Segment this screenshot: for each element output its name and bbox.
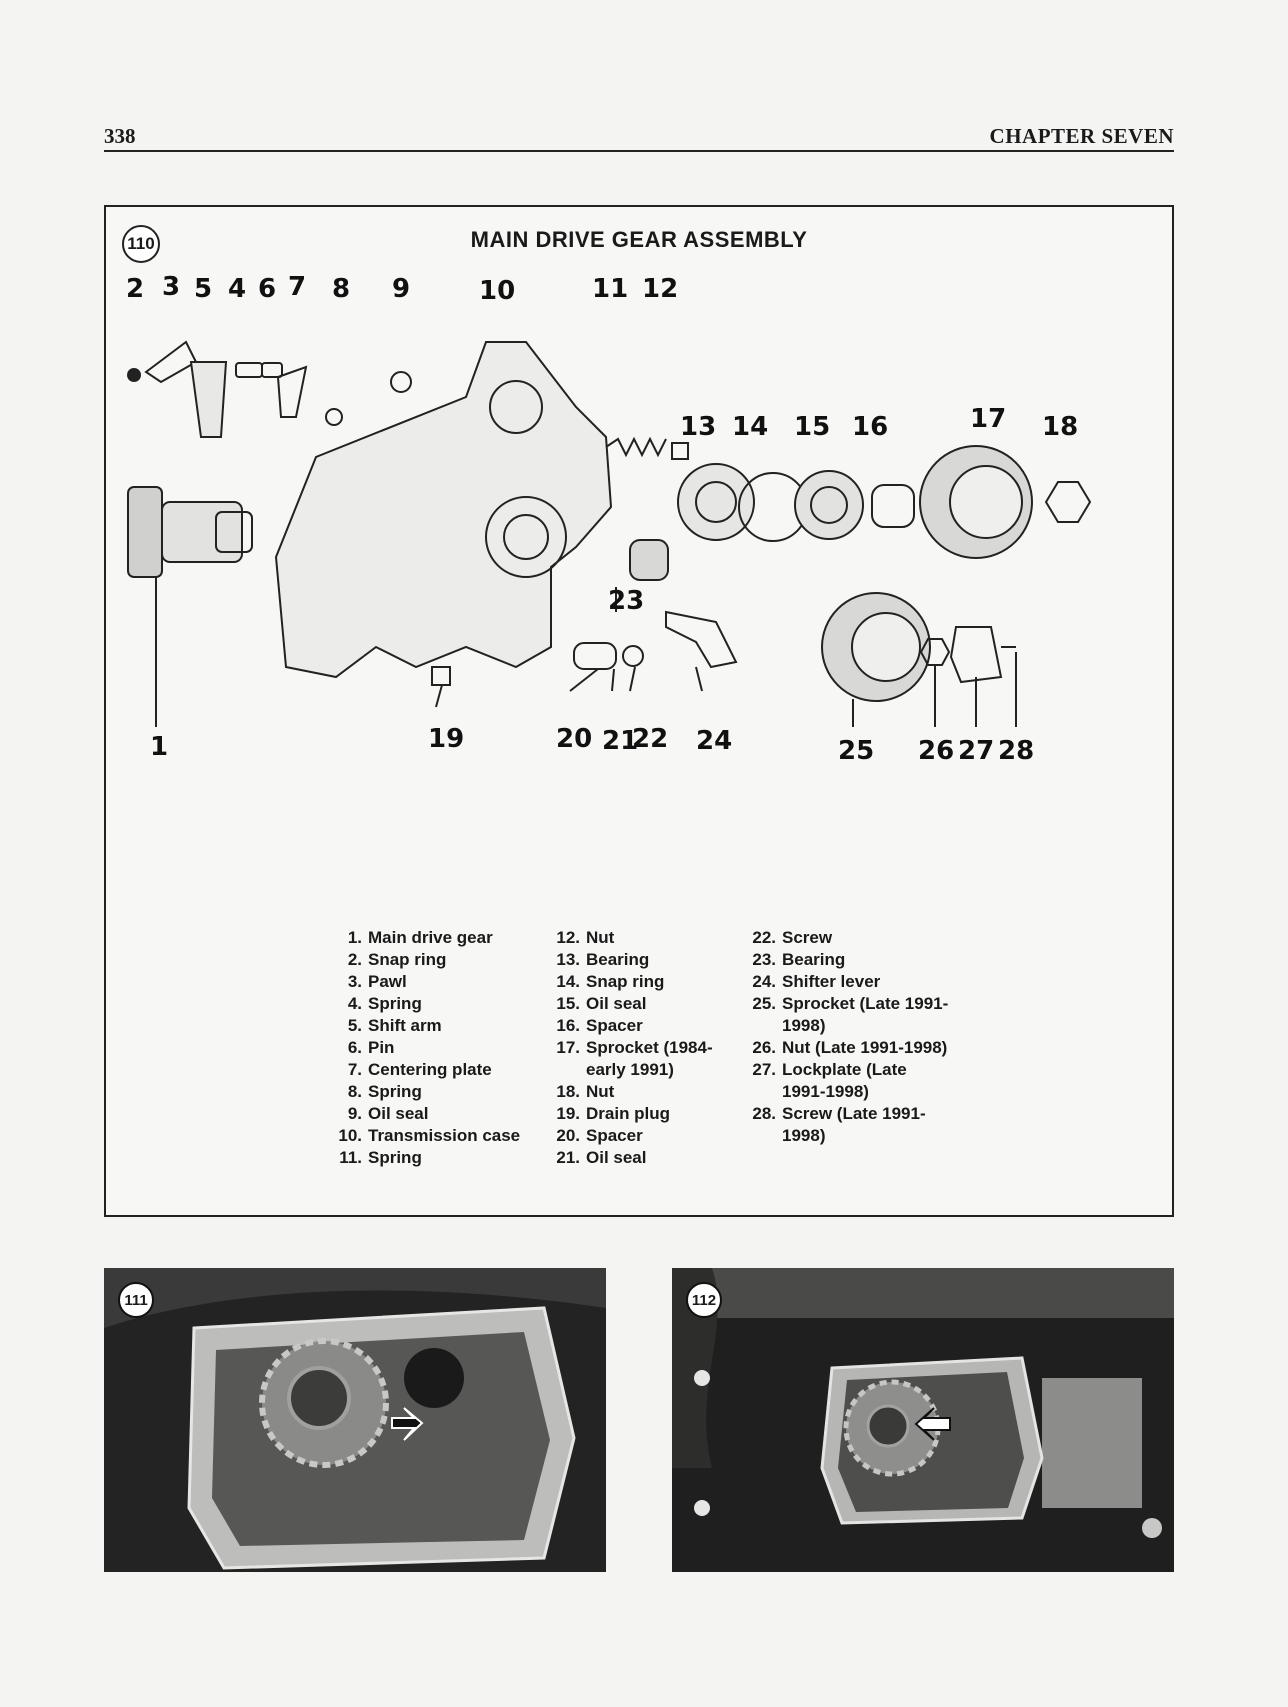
legend-item: 18.Nut (556, 1082, 615, 1101)
callout-28: 28 (998, 736, 1034, 766)
legend-item: 11.Spring (339, 1148, 422, 1167)
legend-item: 21.Oil seal (556, 1148, 647, 1167)
legend-item: 3.Pawl (347, 972, 407, 991)
arrow-icon (391, 1407, 424, 1441)
callout-1: 1 (150, 732, 168, 762)
legend-item: 1.Main drive gear (347, 928, 493, 947)
legend-item: 19.Drain plug (556, 1104, 671, 1123)
legend-item: 5.Shift arm (347, 1016, 442, 1035)
legend-item: 12.Nut (556, 928, 615, 947)
photo-112: 112 (672, 1268, 1174, 1572)
legend-column-2: 12.Nut 13.Bearing 14.Snap ring 15.Oil se… (546, 927, 726, 1169)
legend-item: 22.Screw (752, 928, 833, 947)
legend-item: 6.Pin (347, 1038, 395, 1057)
legend-item: 8.Spring (347, 1082, 422, 1101)
callout-13: 13 (680, 412, 716, 442)
callout-22: 22 (632, 724, 668, 754)
callout-26: 26 (918, 736, 954, 766)
callout-9: 9 (392, 274, 410, 304)
legend-item: 24.Shifter lever (752, 972, 881, 991)
photo-112-badge: 112 (686, 1282, 722, 1318)
legend-item: 16.Spacer (556, 1016, 643, 1035)
legend-item: 25.Sprocket (Late 1991- 1998) (752, 994, 949, 1035)
legend-item: 14.Snap ring (556, 972, 665, 991)
bearing-13-drawing (677, 463, 755, 541)
main-drive-gear-drawing (127, 486, 253, 578)
legend-item: 20.Spacer (556, 1126, 643, 1145)
photo-111-badge: 111 (118, 1282, 154, 1318)
legend-item: 9.Oil seal (347, 1104, 429, 1123)
page-header: 338 CHAPTER SEVEN (104, 124, 1174, 154)
page-number: 338 (104, 124, 136, 148)
callout-11: 11 (592, 274, 628, 304)
callout-20: 20 (556, 724, 592, 754)
legend-item: 27.Lockplate (Late 1991-1998) (752, 1060, 907, 1101)
callout-19: 19 (428, 724, 464, 754)
callout-16: 16 (852, 412, 888, 442)
legend-item: 13.Bearing (556, 950, 650, 969)
legend-column-3: 22.Screw 23.Bearing 24.Shifter lever 25.… (742, 927, 962, 1147)
figure-110-title: MAIN DRIVE GEAR ASSEMBLY (470, 227, 808, 252)
callout-18: 18 (1042, 412, 1078, 442)
chapter-title: CHAPTER SEVEN (989, 124, 1174, 148)
figure-110-box: 110 MAIN DRIVE GEAR ASSEMBLY (104, 205, 1174, 1217)
callout-24: 24 (696, 726, 732, 756)
callout-25: 25 (838, 736, 874, 766)
photo-111-illustration (104, 1268, 606, 1572)
callout-6: 6 (258, 274, 276, 304)
callout-10: 10 (479, 276, 515, 306)
callout-15: 15 (794, 412, 830, 442)
figure-110-badge: 110 (122, 225, 160, 263)
transmission-case-drawing (274, 341, 613, 679)
callout-3: 3 (162, 272, 180, 302)
legend-item: 7.Centering plate (347, 1060, 492, 1079)
legend-item: 2.Snap ring (347, 950, 447, 969)
callout-5: 5 (194, 274, 212, 304)
legend-item: 23.Bearing (752, 950, 846, 969)
callout-17: 17 (970, 404, 1006, 434)
callout-14: 14 (732, 412, 768, 442)
legend-item: 28.Screw (Late 1991- 1998) (752, 1104, 926, 1145)
legend-item: 15.Oil seal (556, 994, 647, 1013)
header-rule (104, 150, 1174, 152)
callout-4: 4 (228, 274, 246, 304)
callout-21: 21 (602, 726, 638, 756)
exploded-diagram: 1 2 3 5 4 6 7 8 9 10 11 12 13 14 15 16 1… (126, 272, 1092, 766)
legend-item: 10.Transmission case (338, 1126, 521, 1145)
callout-12: 12 (642, 274, 678, 304)
photo-112-illustration (672, 1268, 1174, 1572)
callout-8: 8 (332, 274, 350, 304)
legend-column-1: 1.Main drive gear 2.Snap ring 3.Pawl 4.S… (328, 927, 528, 1169)
legend-item: 17.Sprocket (1984- early 1991) (556, 1038, 713, 1079)
callout-2: 2 (126, 274, 144, 304)
photo-111: 111 (104, 1268, 606, 1572)
legend-item: 26.Nut (Late 1991-1998) (752, 1038, 948, 1057)
arrow-icon (914, 1407, 951, 1441)
callout-27: 27 (958, 736, 994, 766)
callout-7: 7 (288, 272, 306, 302)
callout-23: 23 (608, 586, 644, 616)
legend-item: 4.Spring (347, 994, 422, 1013)
